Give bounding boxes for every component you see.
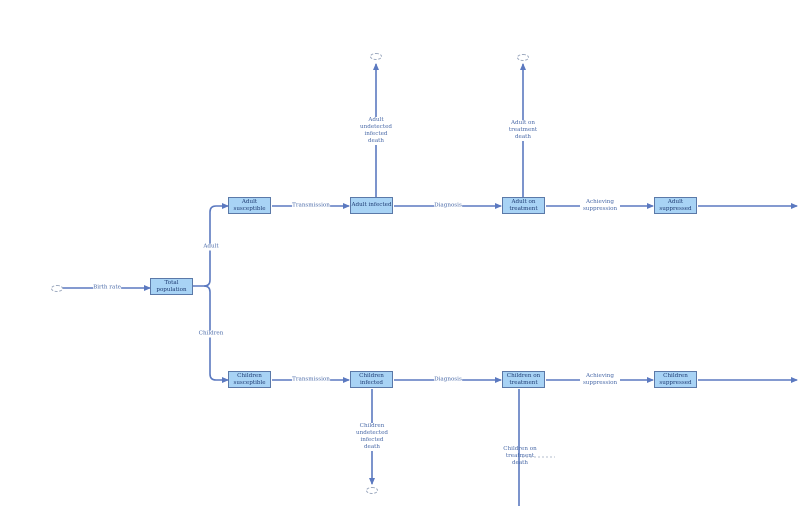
- flow-label-adult: Adult: [203, 243, 219, 251]
- stock-children-suppressed[interactable]: Children suppressed: [654, 371, 697, 388]
- flow-label-adult-treatment-death: Adult on treatment death: [504, 120, 542, 141]
- flow-label-birth-rate: Birth rate: [93, 284, 121, 292]
- stock-children-susceptible[interactable]: Children susceptible: [228, 371, 271, 388]
- stock-label: Children suppressed: [659, 373, 692, 386]
- flow-label-adult-transmission: Transmission: [292, 202, 330, 210]
- stock-children-on-treatment[interactable]: Children on treatment: [502, 371, 545, 388]
- stock-label: Adult infected: [351, 202, 392, 209]
- flow-label-children-diagnosis: Diagnosis: [434, 376, 462, 384]
- flow-label-children-undetected-death: Children undetected infected death: [352, 423, 392, 451]
- stock-adult-suppressed[interactable]: Adult suppressed: [654, 197, 697, 214]
- stock-children-infected[interactable]: Children infected: [350, 371, 393, 388]
- stock-label: Children susceptible: [233, 373, 266, 386]
- stock-adult-on-treatment[interactable]: Adult on treatment: [502, 197, 545, 214]
- source-cloud-icon: [51, 285, 63, 292]
- stock-label: Adult on treatment: [509, 199, 538, 212]
- sink-cloud-icon: [370, 53, 382, 60]
- flow-label-adult-diagnosis: Diagnosis: [434, 202, 462, 210]
- sink-cloud-icon: [517, 54, 529, 61]
- sink-cloud-icon: [366, 487, 378, 494]
- stock-label: Total population: [156, 280, 187, 293]
- flow-label-adult-undetected-death: Adult undetected infected death: [357, 117, 395, 145]
- stock-label: Adult susceptible: [233, 199, 266, 212]
- stock-label: Children on treatment: [506, 373, 541, 386]
- flow-label-children-treatment-death: Children on treatment death: [503, 446, 537, 466]
- stock-adult-susceptible[interactable]: Adult susceptible: [228, 197, 271, 214]
- stock-total-population[interactable]: Total population: [150, 278, 193, 295]
- flow-label-adult-achieving-suppression: Achieving suppression: [580, 199, 620, 213]
- flow-label-children-achieving-suppression: Achieving suppression: [580, 373, 620, 387]
- stock-label: Children infected: [359, 373, 384, 386]
- children-branch-arrow: [203, 285, 229, 383]
- stock-label: Adult suppressed: [659, 199, 692, 212]
- flow-label-children: Children: [198, 330, 224, 338]
- stock-adult-infected[interactable]: Adult infected: [350, 197, 393, 214]
- flow-label-children-transmission: Transmission: [292, 376, 330, 384]
